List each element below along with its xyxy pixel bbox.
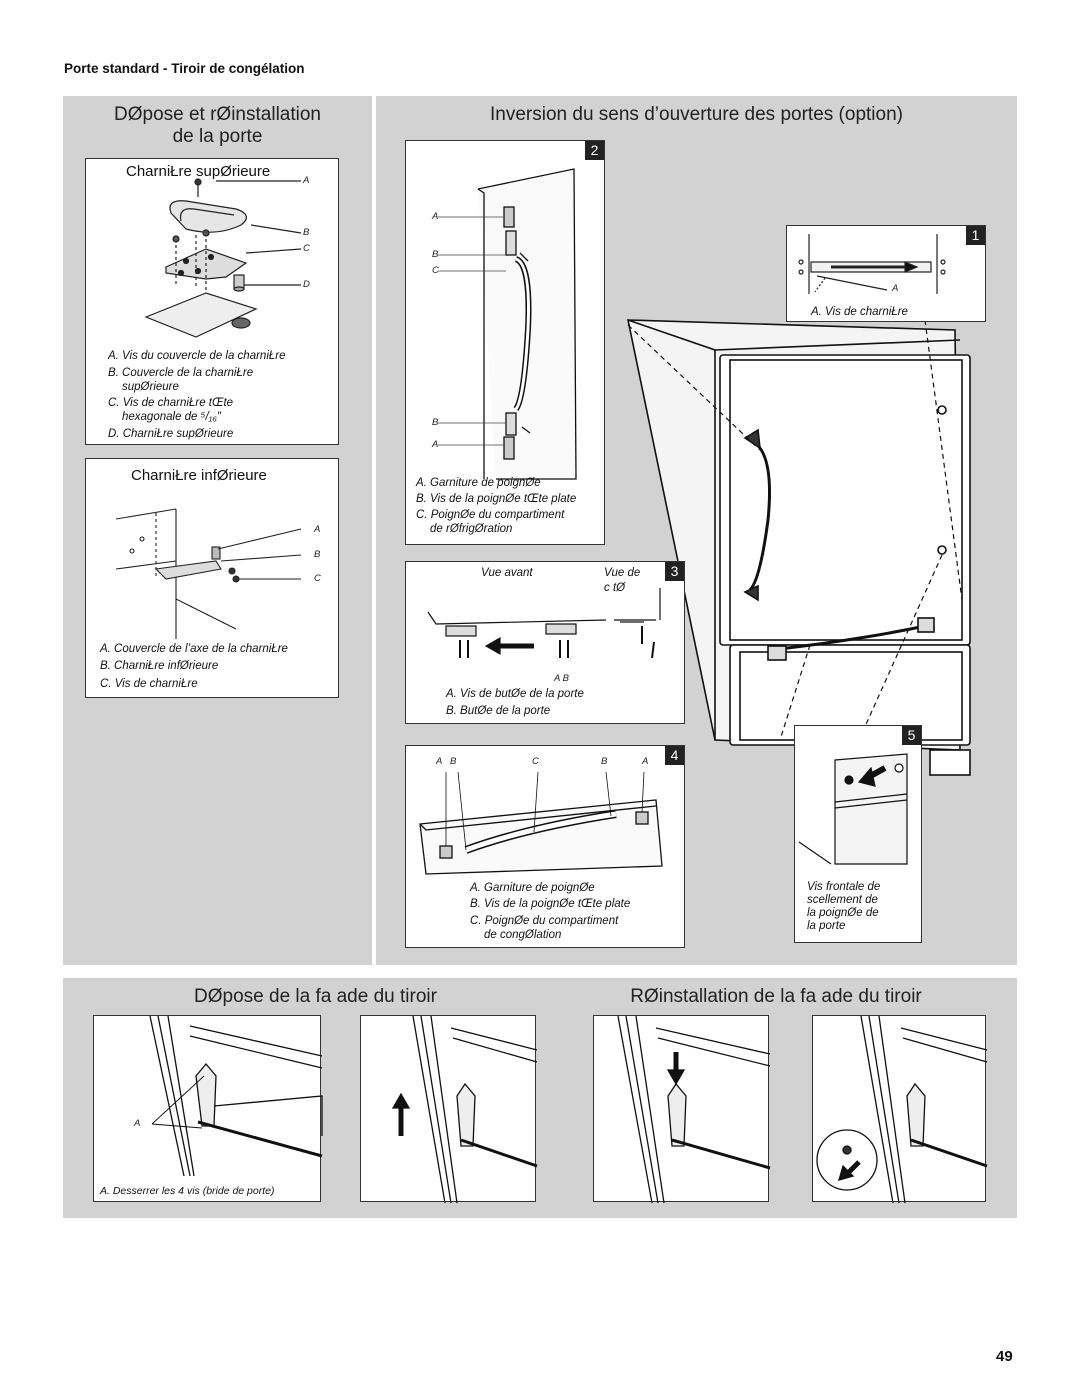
drawer-step-panel-2 [360,1015,538,1204]
left-panel-title: DØpose et rØinstallation de la porte [63,104,372,148]
step4-label-a-left: A [436,756,443,767]
step2-caption-c1: C. PoignØe du compartiment [416,509,565,521]
drawer-step-panel-4 [812,1015,988,1204]
step4-caption-b: B. Vis de la poignØe tŒte plate [470,898,631,910]
top-hinge-label-d: D [303,279,310,290]
step3-side-view-label1: Vue de [604,567,641,579]
top-hinge-label-b: B [303,227,310,238]
step3-caption-b: B. ButØe de la porte [446,705,551,717]
drawer-reinstall-title: RØinstallation de la fa ade du tiroir [630,986,922,1007]
bottom-hinge-caption-a: A. Couvercle de l’axe de la charniŁre [100,643,288,655]
step1-box: 1 A A. Vis de charniŁre [786,225,986,322]
top-hinge-illustration [144,178,302,338]
step3-front-view-label: Vue avant [481,567,533,579]
left-title-line1: DØpose et rØinstallation [114,104,321,125]
top-hinge-label-a: A [303,175,310,186]
step2-label-b-top: B [432,249,439,260]
step3-caption-a: A. Vis de butØe de la porte [446,688,584,700]
step4-label-a-right: A [642,756,649,767]
step2-illustration [438,168,577,480]
top-hinge-caption-c2: hexagonale de ⁵/₁₆" [122,411,222,423]
step2-number: 2 [585,141,604,160]
step2-label-c: C [432,265,439,276]
bottom-hinge-caption-b: B. CharniŁre infØrieure [100,660,219,672]
step5-number: 5 [902,726,921,745]
top-hinge-title: CharniŁre supØrieure [126,163,271,180]
bottom-hinge-title: CharniŁre infØrieure [131,467,267,484]
drawer-step-illustration-3 [617,1015,771,1204]
step4-number: 4 [665,746,684,765]
step4-label-b-left: B [450,756,457,767]
page-number: 49 [996,1348,1013,1365]
top-hinge-caption-c1: C. Vis de charniŁre tŒte [108,397,234,409]
bottom-hinge-label-b: B [314,549,321,560]
drawer-step-illustration-1 [149,1015,323,1177]
step5-illustration [798,753,908,865]
drawer-step-illustration-2 [391,1015,538,1204]
right-panel-title: Inversion du sens d’ouverture des portes… [490,104,903,125]
step1-number: 1 [966,226,985,245]
drawer-step-panel-3 [593,1015,771,1204]
step3-illustration [427,588,661,659]
step5-caption-3: la poignØe de [807,907,879,919]
drawer-caption: A. Desserrer les 4 vis (bride de porte) [100,1185,275,1197]
step4-box: 4 A B C B A A. Garniture de poignØe B. V… [405,745,685,948]
drawer-removal-title: DØpose de la fa ade du tiroir [194,986,437,1007]
top-hinge-box: CharniŁre supØrieure A B C D A. Vis du c… [85,158,339,445]
section-title: Porte standard - Tiroir de congélation [64,61,305,76]
step5-caption-1: Vis frontale de [807,881,881,893]
step2-label-a-bottom: A [432,439,439,450]
step5-caption-4: la porte [807,920,846,932]
bottom-hinge-caption-c: C. Vis de charniŁre [100,678,198,690]
drawer-label-a: A [134,1118,141,1129]
bottom-hinge-label-a: A [314,524,321,535]
step5-caption-2: scellement de [807,894,878,906]
refrigerator-illustration [627,319,971,776]
step4-label-c: C [532,756,539,767]
step1-caption: A. Vis de charniŁre [811,306,908,318]
bottom-hinge-box: CharniŁre infØrieure A B C A. Couvercle … [85,458,339,698]
top-hinge-caption-b1: B. Couvercle de la charniŁre [108,367,254,379]
bottom-hinge-label-c: C [314,573,321,584]
top-hinge-caption-d: D. CharniŁre supØrieure [108,428,234,440]
top-hinge-caption-b2: supØrieure [122,381,179,393]
drawer-step-panel-1: A A. Desserrer les 4 vis (bride de porte… [93,1015,323,1202]
step2-caption-a: A. Garniture de poignØe [416,477,541,489]
top-hinge-label-c: C [303,243,310,254]
step2-caption-c2: de rØfrigØration [430,523,513,535]
step2-label-a-top: A [432,211,439,222]
step4-caption-a: A. Garniture de poignØe [470,882,595,894]
drawer-step-illustration-4 [816,1015,988,1204]
step1-illustration [798,234,946,294]
step4-illustration [419,771,663,875]
step4-label-b-right: B [601,756,608,767]
step5-box: 5 Vis frontale de scellement de la poign… [794,725,922,943]
step4-caption-c2: de congØlation [484,929,562,941]
step3-label-ab: A B [554,673,569,684]
bottom-hinge-illustration [115,508,302,639]
left-title-line2: de la porte [172,126,263,147]
step3-side-view-label2: c tØ [604,582,626,594]
step2-caption-b: B. Vis de la poignØe tŒte plate [416,493,577,505]
step2-label-b-bottom: B [432,417,439,428]
step2-box: 2 A B C B A A. Garniture de poignØe B. V… [405,140,605,545]
top-hinge-caption-a: A. Vis du couvercle de la charniŁre [108,350,286,362]
step1-label-a: A [892,283,899,294]
step4-caption-c1: C. PoignØe du compartiment [470,915,619,927]
step3-box: 3 Vue avant Vue de c tØ A B A. Vis de bu… [405,561,685,724]
step3-number: 3 [665,562,684,581]
